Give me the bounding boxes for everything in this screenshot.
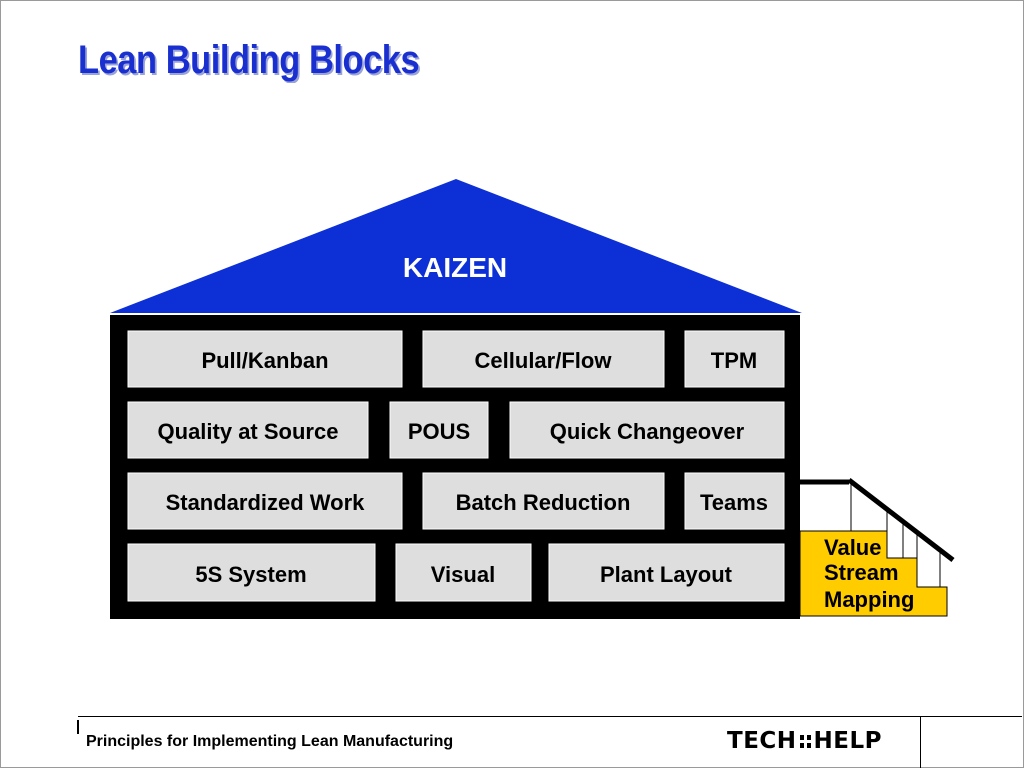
footer-text: Principles for Implementing Lean Manufac…: [86, 733, 454, 750]
roof-label: KAIZEN: [403, 252, 507, 283]
block-label: Standardized Work: [166, 490, 366, 515]
stairs-label-line-3: Mapping: [824, 587, 914, 612]
footer-vertical-divider: [920, 716, 921, 768]
logo-right-text: HELP: [813, 728, 883, 754]
roof: [110, 179, 802, 313]
block-plant-layout: [548, 543, 785, 602]
stairs-label-line-2: Stream: [824, 560, 899, 585]
stairs-shape: [799, 530, 948, 617]
block-label: Quick Changeover: [550, 419, 745, 444]
block-row-3: Standardized Work Batch Reduction Teams: [127, 472, 785, 530]
block-label: POUS: [408, 419, 470, 444]
block-teams: [684, 472, 785, 530]
footer-divider: [78, 716, 1022, 717]
block-label: TPM: [711, 348, 757, 373]
block-tpm: [684, 330, 785, 388]
page-title: Lean Building Blocks: [78, 38, 420, 82]
logo-separator-icon: [799, 734, 811, 748]
block-label: 5S System: [195, 562, 306, 587]
block-pous: [389, 401, 489, 459]
block-row-4: 5S System Visual Plant Layout: [127, 543, 785, 602]
block-label: Cellular/Flow: [475, 348, 613, 373]
block-label: Plant Layout: [600, 562, 733, 587]
block-batch-reduction: [422, 472, 665, 530]
block-row-1: Pull/Kanban Cellular/Flow TPM: [127, 330, 785, 388]
block-label: Visual: [431, 562, 495, 587]
stairs-handrail: [847, 478, 955, 562]
block-quality-at-source: [127, 401, 369, 459]
footer-tick: [77, 720, 79, 734]
block-standardized-work: [127, 472, 403, 530]
logo-left-text: TECH: [727, 728, 797, 754]
stairs-label-line-1: Value: [824, 535, 881, 560]
block-quick-changeover: [509, 401, 785, 459]
block-label: Batch Reduction: [456, 490, 631, 515]
techhelp-logo: TECH HELP: [727, 728, 882, 754]
block-pull-kanban: [127, 330, 403, 388]
block-label: Teams: [700, 490, 768, 515]
block-label: Pull/Kanban: [201, 348, 328, 373]
value-stream-stairs: Value Stream Mapping: [799, 478, 955, 617]
block-cellular-flow: [422, 330, 665, 388]
block-label: Quality at Source: [158, 419, 339, 444]
block-visual: [395, 543, 532, 602]
block-row-2: Quality at Source POUS Quick Changeover: [127, 401, 785, 459]
block-5s-system: [127, 543, 376, 602]
